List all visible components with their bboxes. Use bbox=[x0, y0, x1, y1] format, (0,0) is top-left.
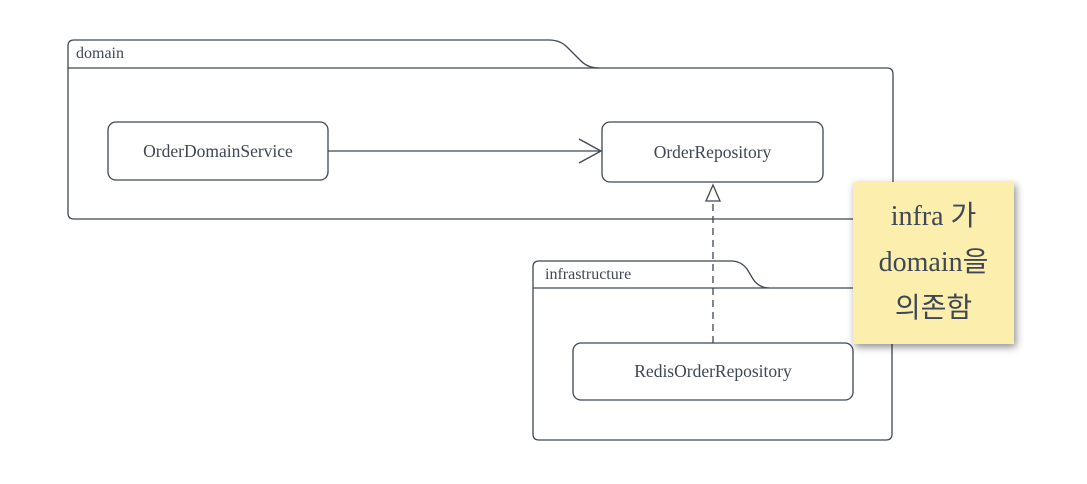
node-order-domain-service-label: OrderDomainService bbox=[143, 140, 293, 161]
sticky-note-line-2: domain을 bbox=[878, 247, 989, 278]
node-order-repository-label: OrderRepository bbox=[653, 141, 772, 162]
sticky-note-text: infra 가 domain을 의존함 bbox=[853, 182, 1014, 344]
node-order-repository[interactable] bbox=[601, 121, 824, 183]
node-redis-order-repository-label: RedisOrderRepository bbox=[634, 361, 792, 381]
sticky-note[interactable] bbox=[853, 182, 1014, 344]
sticky-note-line-3: 의존함 bbox=[894, 293, 973, 324]
hollow-triangle-arrowhead-icon bbox=[705, 183, 721, 202]
package-infrastructure-label: infrastructure bbox=[545, 266, 632, 283]
open-arrowhead-icon bbox=[578, 138, 603, 164]
package-domain-label: domain bbox=[76, 45, 124, 62]
sticky-note-line-1: infra 가 bbox=[890, 201, 977, 232]
node-order-domain-service[interactable] bbox=[107, 121, 329, 181]
node-redis-order-repository[interactable] bbox=[572, 342, 854, 401]
